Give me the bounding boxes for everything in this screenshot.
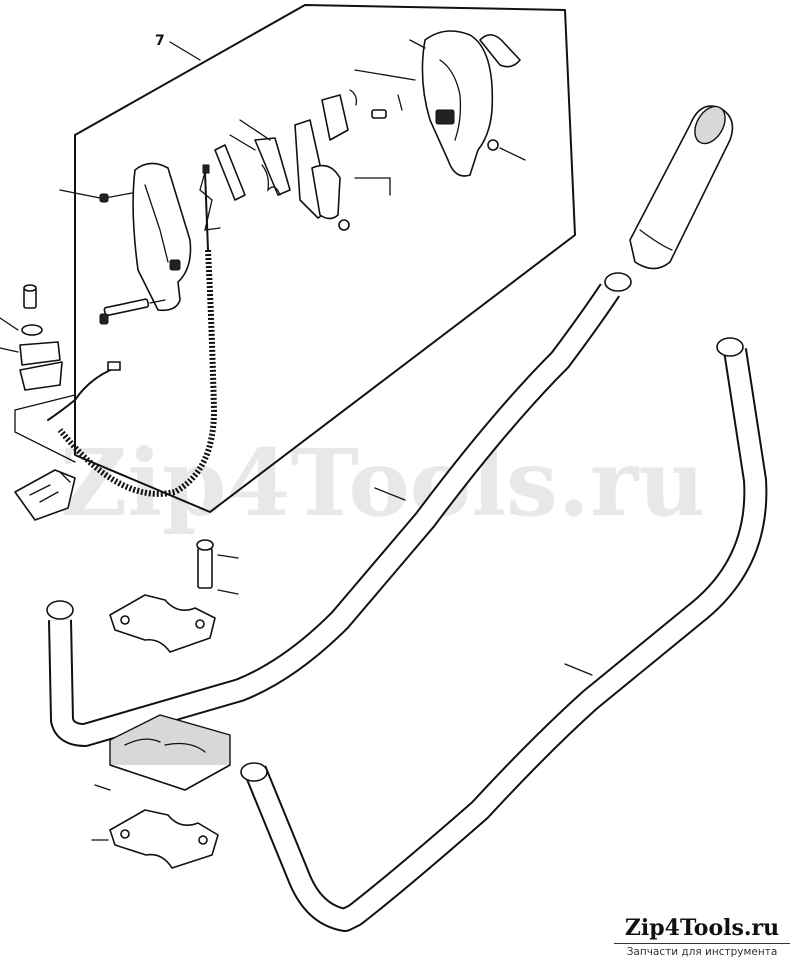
handle-grip bbox=[629, 105, 734, 270]
brand-name: Zip4Tools.ru bbox=[624, 915, 780, 941]
brand-divider bbox=[614, 943, 790, 944]
clamp-bracket-lines bbox=[14, 394, 76, 463]
lower-cable-clamp bbox=[14, 469, 76, 521]
switch-housing-right bbox=[354, 30, 526, 177]
clamp-screw-middle bbox=[196, 539, 239, 595]
watermark-text: Zip4Tools.ru bbox=[60, 429, 705, 537]
switch-housing-left bbox=[59, 162, 192, 312]
stop-wire bbox=[47, 367, 116, 421]
upper-clamp-plate bbox=[109, 594, 216, 653]
left-handle-tube bbox=[240, 337, 768, 932]
clamp-screw-stack bbox=[0, 284, 63, 391]
clamp-block bbox=[94, 714, 231, 791]
brand-logo: Zip4Tools.ru Запчасти для инструмента bbox=[614, 915, 790, 958]
throttle-trigger-parts bbox=[214, 89, 403, 231]
right-handle-tube bbox=[46, 272, 632, 747]
assembly-7-frame bbox=[74, 4, 576, 513]
callout-number-7: 7 bbox=[155, 33, 165, 49]
wire-terminal bbox=[107, 361, 121, 371]
long-screw bbox=[99, 298, 166, 325]
throttle-cable bbox=[57, 164, 221, 497]
brand-tagline: Запчасти для инструмента bbox=[626, 946, 778, 958]
lower-clamp-plate bbox=[91, 809, 219, 869]
